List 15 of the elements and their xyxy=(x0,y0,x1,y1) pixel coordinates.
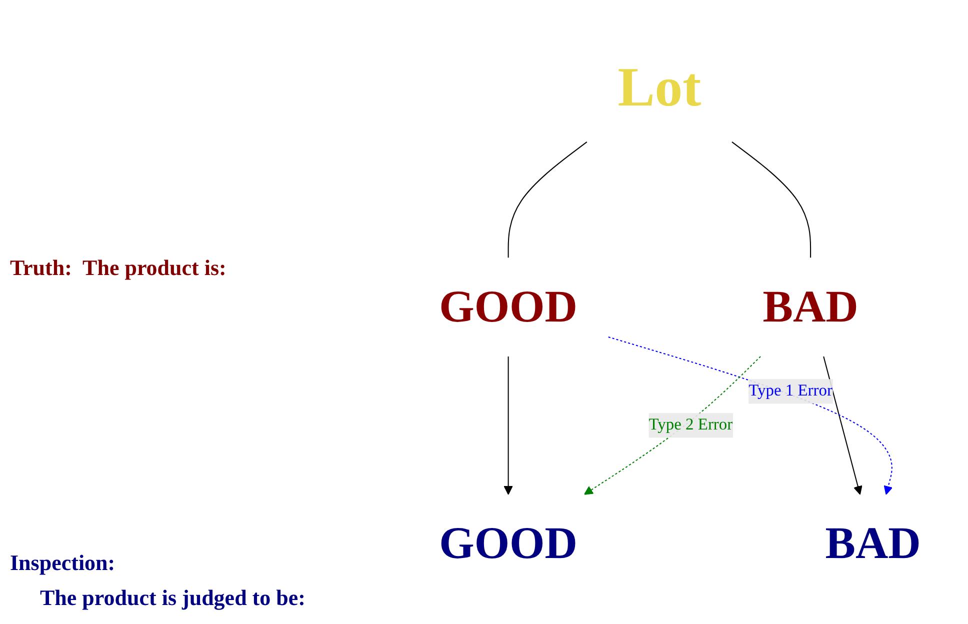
arrow xyxy=(823,356,862,496)
arrow xyxy=(584,356,761,496)
node-text: GOOD xyxy=(439,282,578,332)
arrow xyxy=(608,336,893,496)
node-text: BAD xyxy=(825,518,921,569)
edge-label: Type 1 Error xyxy=(748,382,832,400)
node-text: GOOD xyxy=(439,518,578,569)
row-label: The product is judged to be: xyxy=(40,585,306,611)
connector xyxy=(508,142,588,258)
node-text: BAD xyxy=(762,282,858,332)
connector xyxy=(732,142,812,258)
edge-label: Type 2 Error xyxy=(648,416,733,434)
row-label: Inspection: xyxy=(10,550,116,576)
arrow xyxy=(504,356,513,496)
row-label: Truth: The product is: xyxy=(10,255,226,281)
